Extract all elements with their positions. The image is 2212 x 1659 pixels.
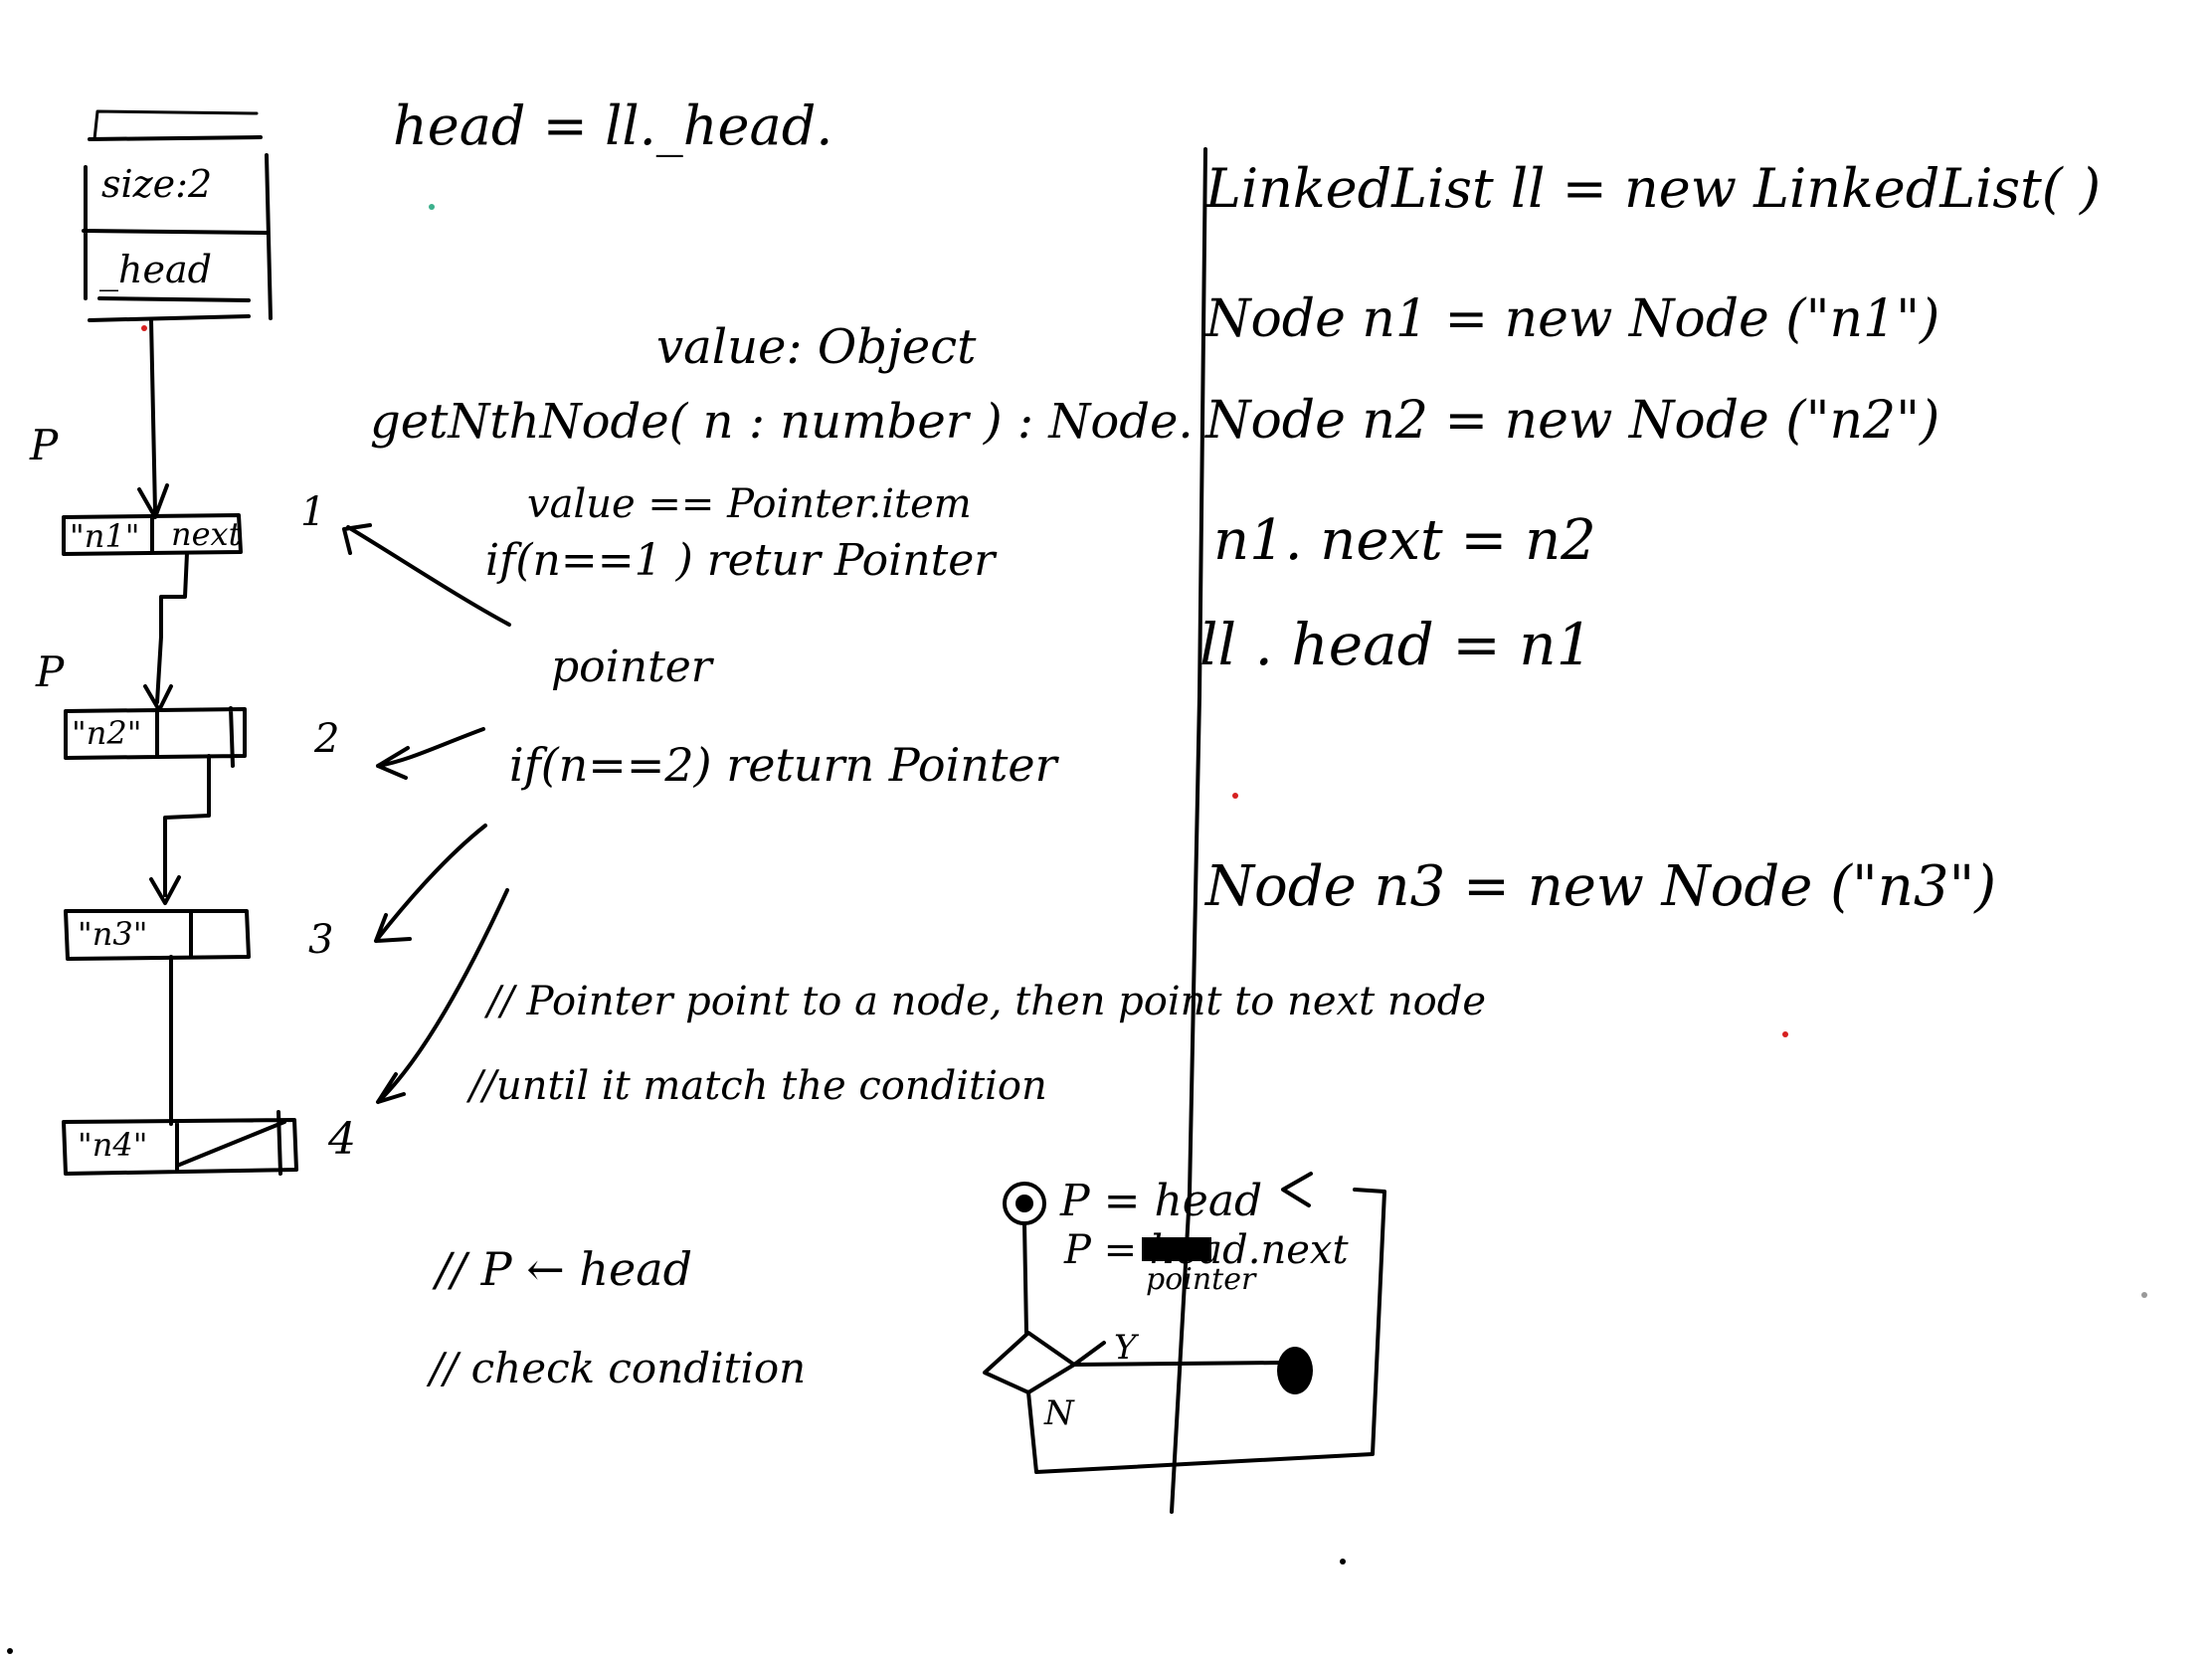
top-note: head = ll._head. <box>393 94 832 157</box>
if-one-line: if(n==1 ) retur Pointer <box>485 535 998 586</box>
assign-head-label: P = head <box>1059 1176 1262 1226</box>
index-3: 3 <box>308 917 333 963</box>
node-n2-value: "n2" <box>72 714 141 752</box>
comment-step-1: // P ← head <box>432 1242 692 1296</box>
arrow-to-index-1 <box>342 523 511 627</box>
if-two-line: if(n==2) return Pointer <box>509 738 1060 792</box>
stray-dot <box>1340 1559 1346 1565</box>
stray-dot <box>1782 1031 1788 1037</box>
head-link-line <box>137 318 169 519</box>
stray-dot <box>7 1648 13 1654</box>
yes-label: Y <box>1114 1328 1140 1368</box>
pointer-loop-flowchart: P = head P = head.next pointer Y N <box>983 1172 1386 1474</box>
index-4: 4 <box>327 1114 356 1165</box>
node-n1-value: "n1" <box>70 517 139 555</box>
decision-diamond-icon <box>983 1331 1076 1394</box>
node-n3-value: "n3" <box>78 915 147 953</box>
node-n4: "n4" <box>62 1110 298 1176</box>
code-line-1: LinkedList ll = new LinkedList( ) <box>1204 157 2101 220</box>
head-field: _head <box>99 248 212 292</box>
n2-to-n3-link <box>149 754 211 905</box>
code-line-4: n1. next = n2 <box>1213 508 1596 573</box>
comment-line-1: // Pointer point to a node, then point t… <box>483 979 1486 1024</box>
pointer-marker-p1: P <box>29 421 59 469</box>
code-block: LinkedList ll = new LinkedList( ) Node n… <box>1199 157 2101 919</box>
node-n4-value: "n4" <box>78 1126 147 1164</box>
pointer-word: pointer <box>551 642 715 692</box>
node-n2: "n2" <box>64 706 247 768</box>
arrow-to-index-2 <box>376 727 485 780</box>
code-line-3: Node n2 = new Node ("n2") <box>1203 391 1939 451</box>
no-label: N <box>1043 1393 1075 1433</box>
stray-dot <box>429 204 435 210</box>
pointer-marker-p2: P <box>35 647 65 696</box>
node-n1-next: next <box>171 515 242 553</box>
code-line-5: ll . head = n1 <box>1199 611 1593 678</box>
stray-dot <box>1232 793 1238 799</box>
pointer-note: pointer <box>1146 1262 1257 1297</box>
code-line-6: Node n3 = new Node ("n3") <box>1203 854 1996 919</box>
arrow-to-index-3 <box>374 824 487 943</box>
vertical-divider <box>1170 147 1207 1514</box>
scribble-out-mark <box>1142 1237 1211 1261</box>
value-type-label: value: Object <box>656 319 977 375</box>
arrow-to-index-4 <box>376 888 509 1104</box>
comment-step-2: // check condition <box>426 1344 806 1392</box>
node-n1: "n1" next <box>62 513 243 556</box>
code-line-2: Node n1 = new Node ("n1") <box>1203 289 1939 349</box>
start-node-dot-icon <box>1015 1195 1033 1212</box>
node-n3: "n3" <box>64 909 251 961</box>
end-node-icon <box>1277 1347 1313 1394</box>
size-field: size:2 <box>101 162 212 206</box>
index-1: 1 <box>300 489 325 535</box>
stray-dot <box>2141 1292 2147 1298</box>
stray-dot <box>141 325 147 331</box>
linked-list-object-box: size:2 _head <box>82 109 273 322</box>
n1-to-n2-link <box>143 551 189 712</box>
method-signature: getNthNode( n : number ) : Node. <box>370 394 1194 450</box>
comment-line-2: //until it match the condition <box>465 1063 1047 1109</box>
check-item-line: value == Pointer.item <box>527 481 972 527</box>
index-2: 2 <box>313 716 339 762</box>
